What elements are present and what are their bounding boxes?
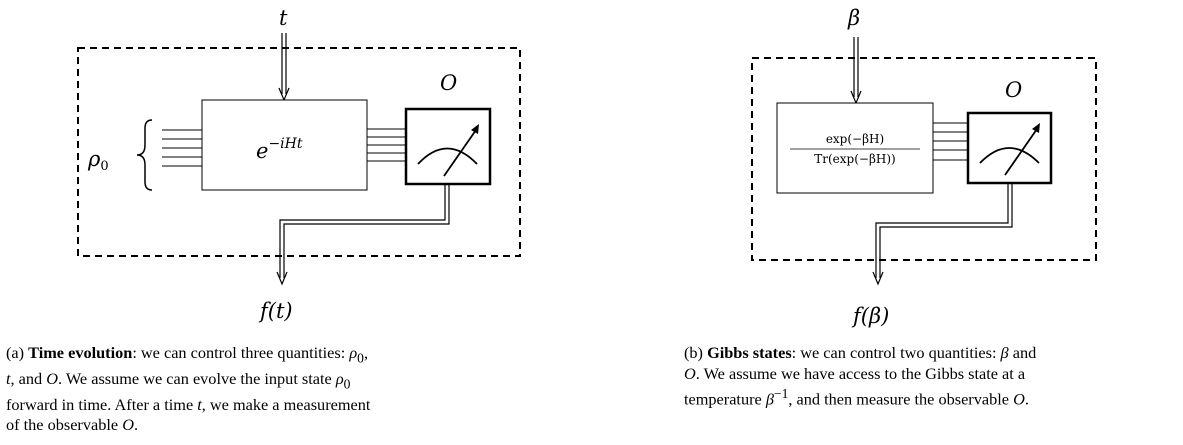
panel-b-caption-title: Gibbs states [707,343,792,362]
panel-a-meter-icon [404,107,492,186]
panel-a-diagram: t ρ0 e−iHt [77,6,521,323]
panel-a-output-arrow [276,184,450,286]
panel-a-input-label: t [279,6,288,30]
panel-b-observable-label: O [1005,78,1022,102]
panel-a-gate-label: e−iHt [256,136,303,163]
panel-b-input-arrow [850,37,862,105]
panel-a-brace [136,119,153,191]
panel-b-denominator: Tr(exp(−βH)) [814,152,895,166]
panel-a-caption-title: Time evolution [28,343,133,362]
panel-b-gibbs-box [776,102,934,194]
panel-b-meter-icon [966,111,1053,185]
panel-a-output-label: f(t) [258,299,293,323]
panel-a-state-label: ρ0 [87,147,109,174]
panel-a-input-arrow [278,33,290,102]
panel-b-diagram: β exp(−βH) Tr(exp(−βH)) O f(β) [751,6,1097,328]
panel-b-boundary [751,57,1097,261]
panel-a-caption: (a) Time evolution: we can control three… [6,343,371,434]
panel-b-numerator: exp(−βH) [826,132,884,146]
panel-b-caption: (b) Gibbs states: we can control two qua… [684,343,1037,409]
panel-a-observable-label: O [440,71,457,95]
panel-a-output-wires [367,128,406,162]
panel-b-output-label: f(β) [851,304,889,328]
panel-a-boundary [77,47,521,257]
panel-b-output-arrow [872,183,1013,286]
panel-b-input-label: β [847,6,860,30]
panel-b-output-wires [933,122,968,161]
panel-a-gate [201,99,368,191]
panel-a-input-wires [162,129,202,167]
